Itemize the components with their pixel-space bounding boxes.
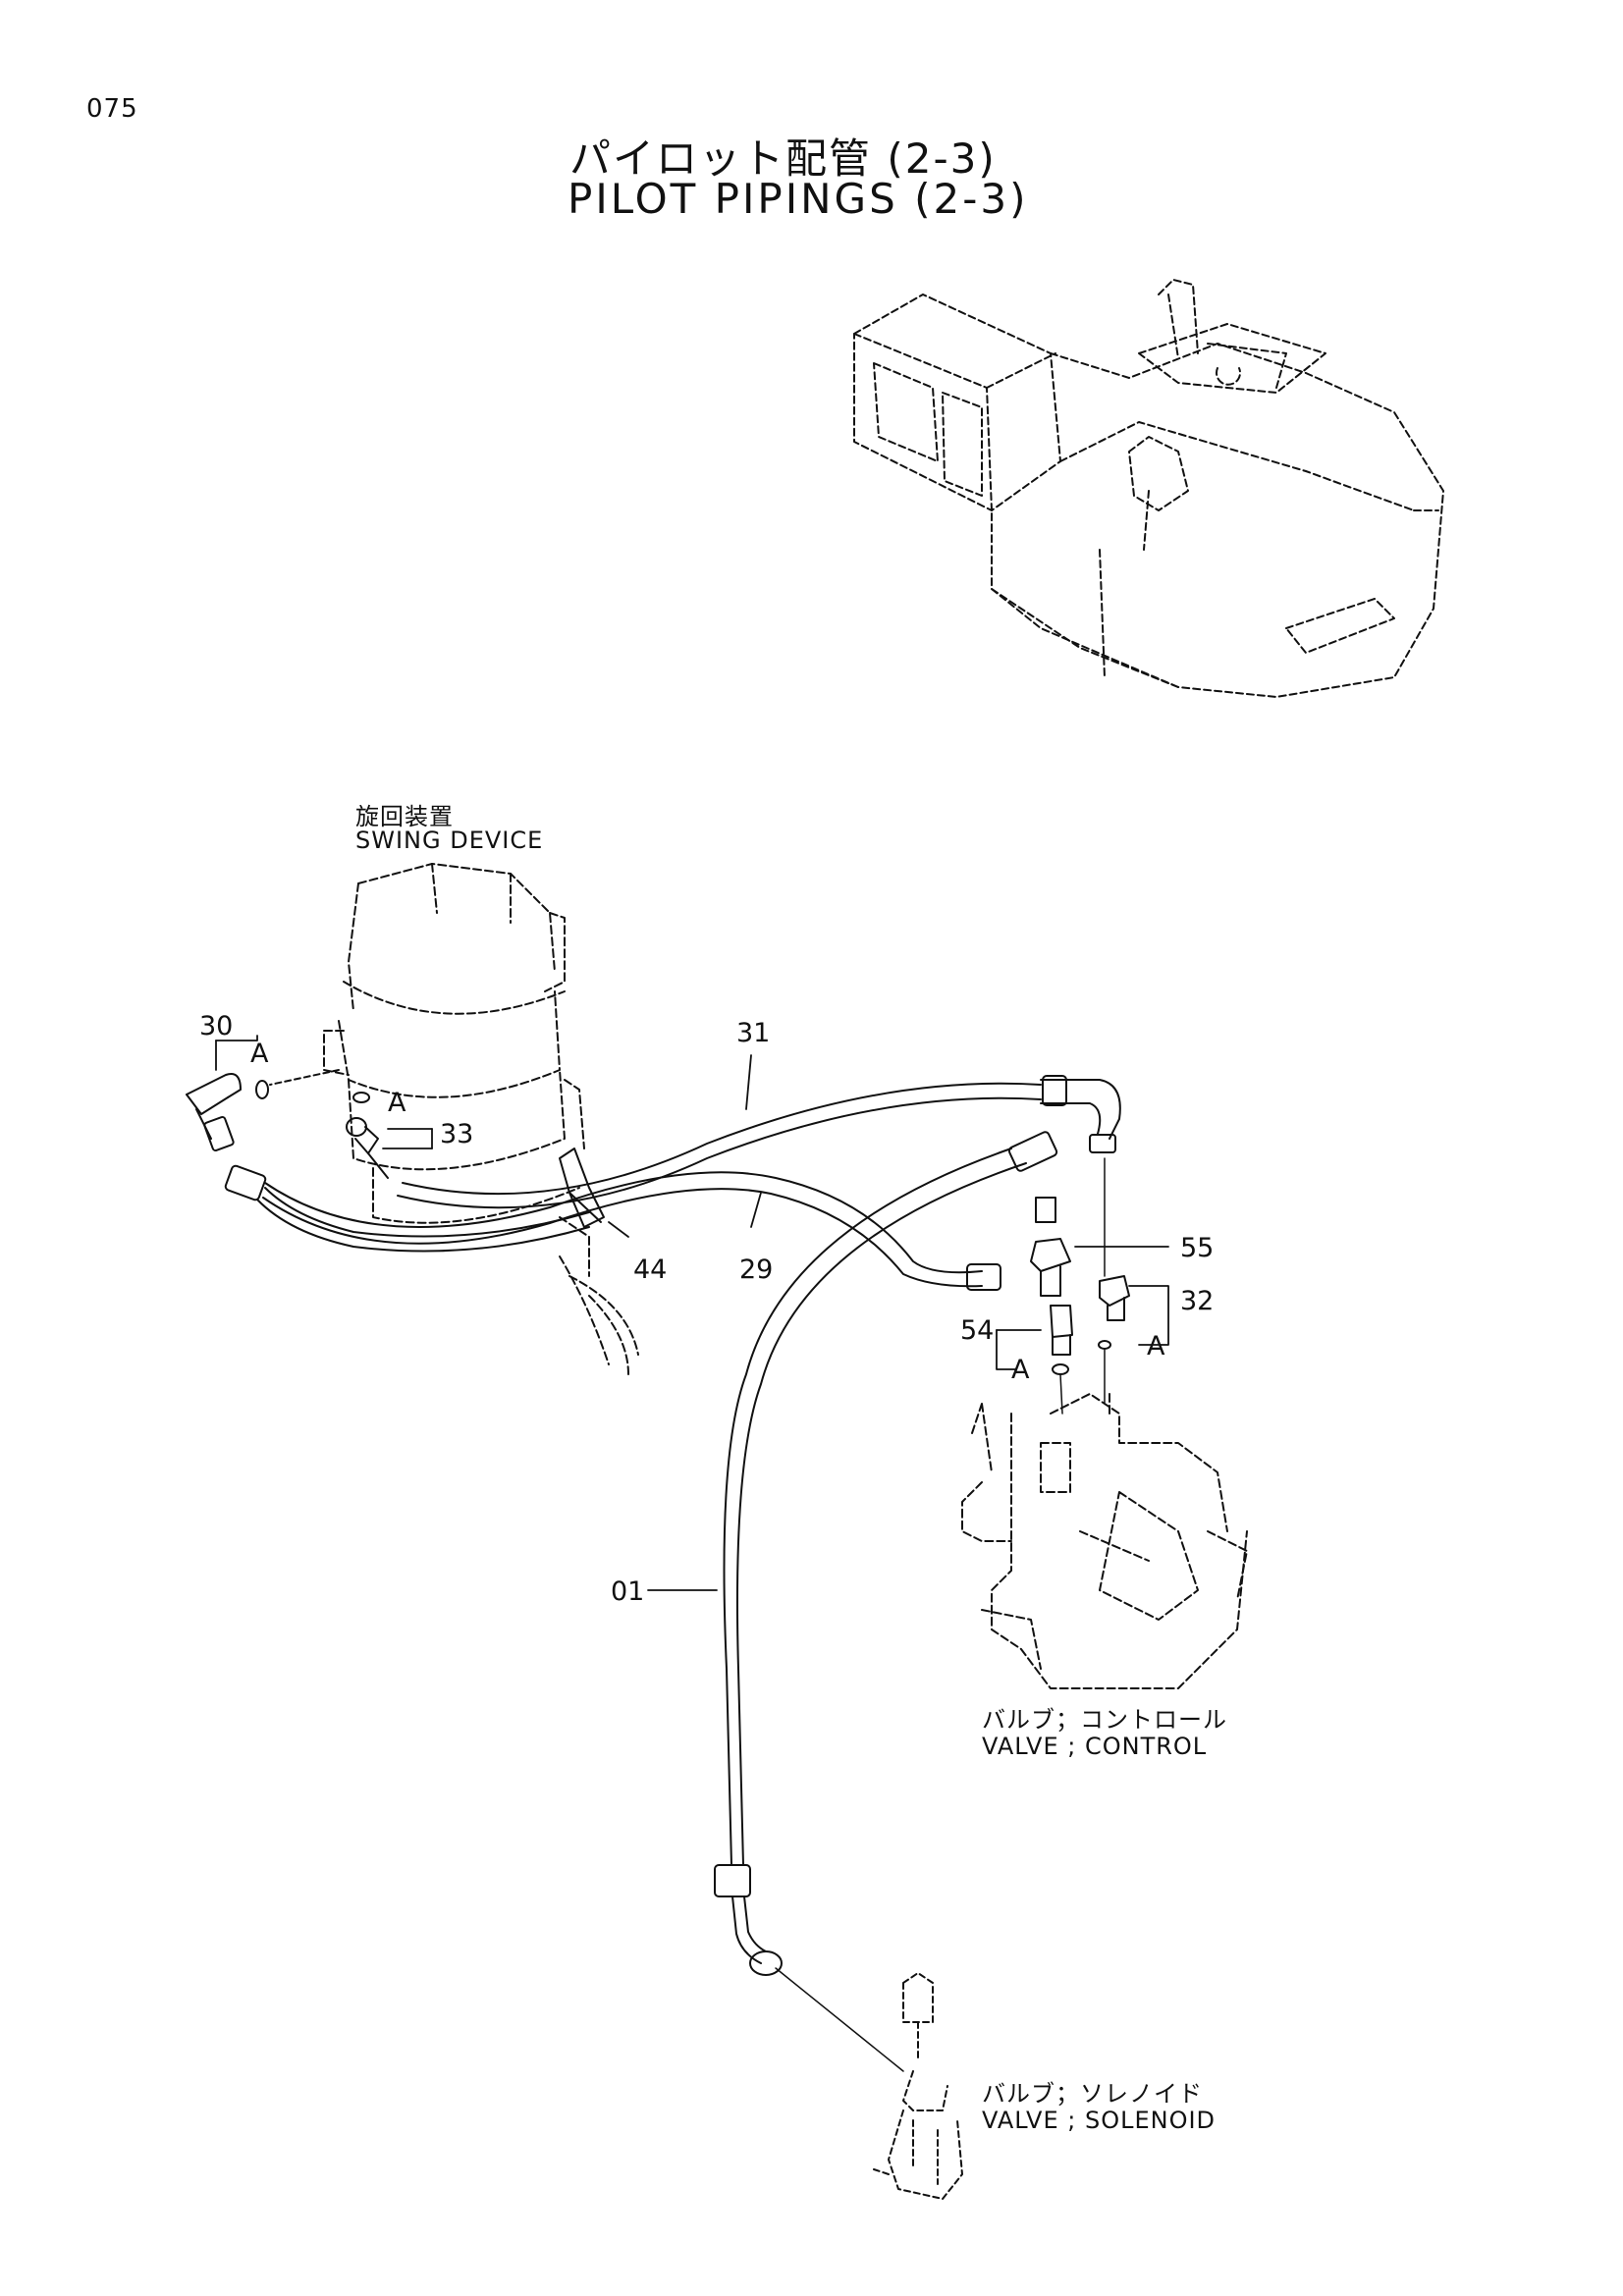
solenoid-valve-label-en: VALVE ; SOLENOID — [982, 2107, 1217, 2134]
title-english: PILOT PIPINGS (2-3) — [568, 175, 1029, 223]
fitting-55 — [1030, 1197, 1071, 1297]
control-valve-label-en: VALVE ; CONTROL — [982, 1733, 1208, 1760]
o-ring-32 — [1098, 1340, 1111, 1350]
callout-31: 31 — [736, 1018, 771, 1048]
hose-31 — [397, 1075, 1121, 1209]
callout-30: 30 — [199, 1011, 234, 1041]
callout-29: 29 — [739, 1255, 774, 1285]
callout-33: 33 — [440, 1119, 474, 1149]
fitting-32 — [1099, 1275, 1130, 1321]
o-ring-30 — [255, 1080, 269, 1099]
solenoid-valve-drawing — [873, 1972, 963, 2200]
o-ring-33 — [352, 1092, 370, 1103]
detail-a-54: A — [1011, 1355, 1030, 1385]
callout-32: 32 — [1180, 1286, 1215, 1316]
hose-29 — [262, 1171, 1001, 1291]
swing-port-line — [269, 1069, 340, 1086]
callout-44: 44 — [633, 1255, 668, 1285]
detail-a-33: A — [388, 1088, 406, 1118]
elbow-33 — [346, 1117, 389, 1179]
solenoid-valve-label-jp: バルブ；ソレノイド — [982, 2080, 1203, 2108]
swing-device-drawing — [323, 863, 639, 1375]
callout-54: 54 — [960, 1315, 995, 1346]
detail-a-30: A — [250, 1039, 269, 1069]
title-japanese: パイロット配管 (2-3) — [569, 134, 997, 183]
swing-device-label-jp: 旋回装置 — [355, 803, 454, 830]
pipe-01 — [714, 1131, 1058, 2072]
callout-55: 55 — [1180, 1233, 1215, 1263]
page-number: 075 — [86, 94, 138, 124]
swing-device-label-en: SWING DEVICE — [355, 827, 544, 854]
leader-lines — [215, 1035, 1169, 1591]
callout-01: 01 — [611, 1576, 645, 1607]
fitting-54 — [1050, 1305, 1073, 1356]
excavator-overview — [853, 279, 1444, 698]
detail-a-32: A — [1147, 1331, 1165, 1362]
control-valve-label-jp: バルブ；コントロール — [982, 1706, 1227, 1734]
control-valve-drawing — [961, 1393, 1248, 1689]
elbow-30 — [186, 1073, 242, 1152]
hose-30 — [224, 1164, 590, 1253]
clamp-44 — [559, 1148, 605, 1228]
o-ring-54 — [1052, 1363, 1069, 1375]
